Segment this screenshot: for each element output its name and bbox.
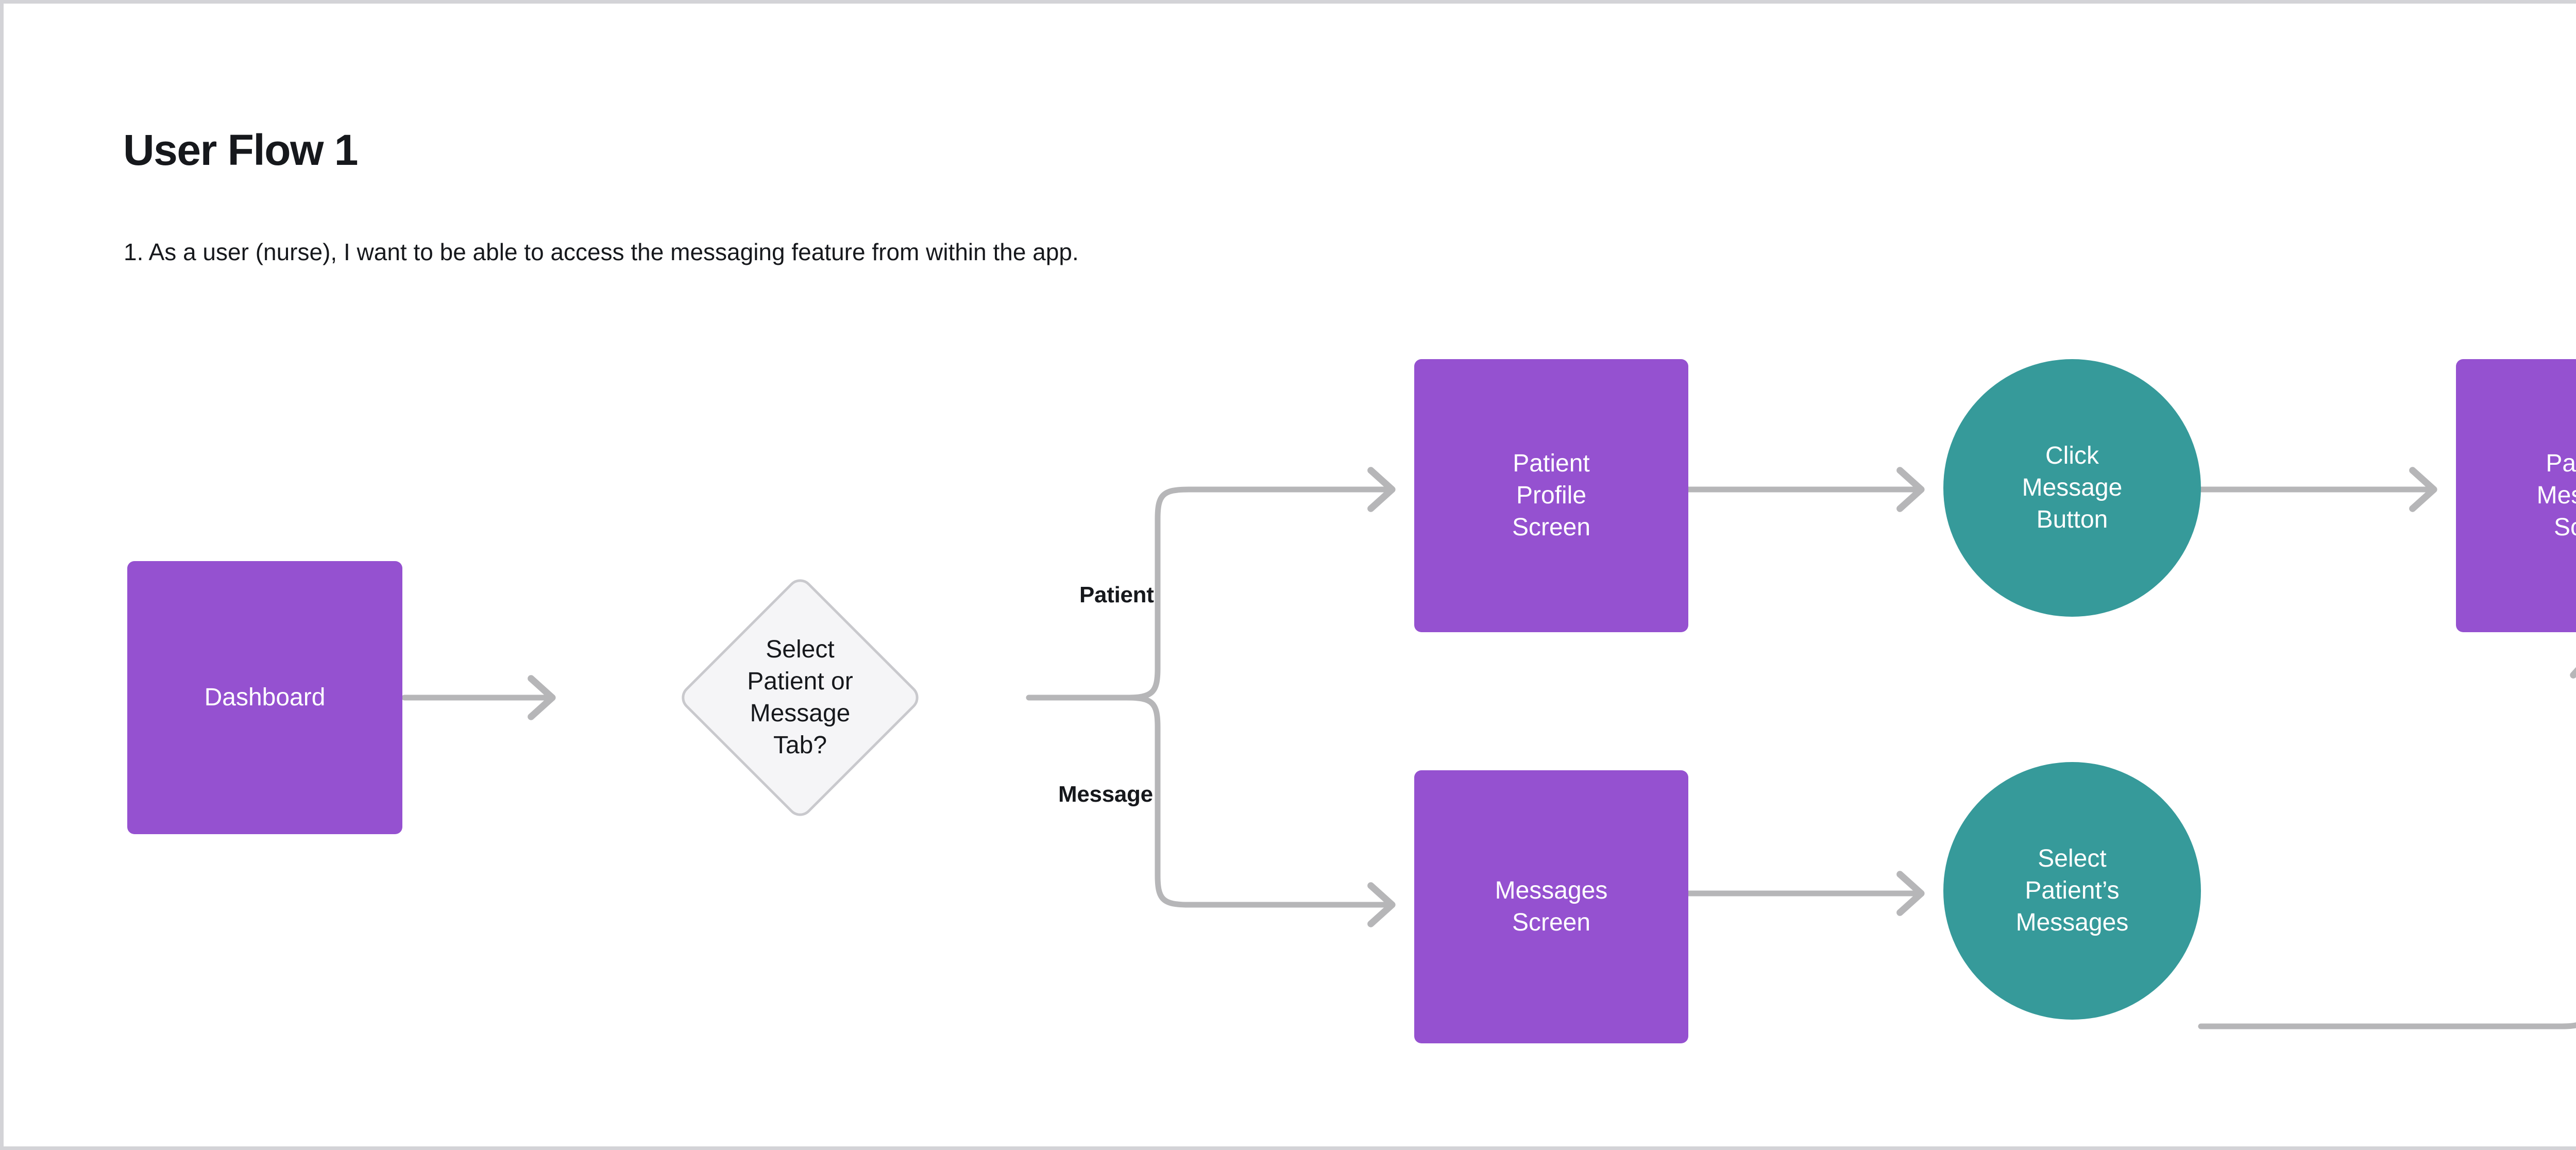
flow-node-decision-select-tab[interactable]: Select Patient or Message Tab? — [575, 450, 1025, 945]
edge-label-patient: Patient — [1079, 582, 1154, 607]
flow-node-dashboard-label: Dashboard — [204, 684, 326, 712]
flow-node-decision-label: Select Patient or Message Tab? — [747, 636, 853, 759]
edge-decision-to-patient-profile — [1124, 467, 1396, 701]
flow-node-patient-profile-screen[interactable]: Patient Profile Screen — [1414, 359, 1688, 632]
flow-node-patient-profile-label: Patient Profile Screen — [1512, 450, 1591, 541]
flow-node-messages-screen[interactable]: Messages Screen — [1414, 770, 1688, 1043]
page-title: User Flow 1 — [123, 126, 358, 174]
user-story-text: 1. As a user (nurse), I want to be able … — [124, 239, 1079, 265]
flow-node-select-patients-messages-label: Select Patient’s Messages — [2015, 845, 2129, 936]
flow-node-patient-messages-label: Patient’s Messages Screen — [2536, 450, 2576, 541]
flow-node-dashboard[interactable]: Dashboard — [127, 561, 402, 834]
edge-decision-to-messages-screen — [1124, 695, 1396, 927]
flow-node-click-message-label: Click Message Button — [2022, 442, 2123, 533]
flow-node-select-patients-messages[interactable]: Select Patient’s Messages — [1943, 762, 2201, 1020]
flow-node-patient-messages-screen[interactable]: Patient’s Messages Screen — [2456, 359, 2576, 632]
flow-node-click-message-button[interactable]: Click Message Button — [1943, 359, 2201, 617]
edge-select-messages-to-patient-messages — [2198, 650, 2576, 1029]
edge-label-message: Message — [1058, 782, 1153, 807]
flow-node-messages-screen-label: Messages Screen — [1495, 877, 1608, 936]
